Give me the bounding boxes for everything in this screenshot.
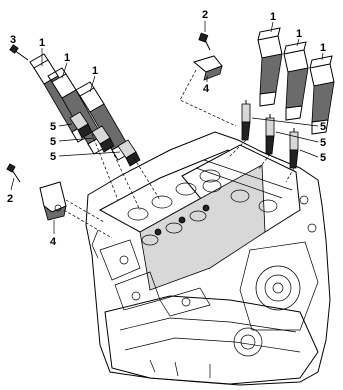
callout-bracket-right: 4 xyxy=(203,83,210,95)
spark-plug-left-3 xyxy=(117,139,141,167)
spark-plug-right-2 xyxy=(265,114,275,155)
callout-coil-right-1: 1 xyxy=(270,11,276,23)
callout-plug-left-2: 5 xyxy=(50,136,56,148)
bolt-right-top xyxy=(198,32,211,51)
bolt-left-bottom xyxy=(6,163,21,183)
left-head-ports xyxy=(127,169,221,246)
callout-plug-left-3: 5 xyxy=(50,151,56,163)
callout-bracket-left: 4 xyxy=(50,236,57,248)
engine-block xyxy=(85,131,331,386)
bracket-left xyxy=(39,181,67,221)
callout-coil-left-1: 1 xyxy=(39,37,45,49)
callout-coil-right-2: 1 xyxy=(296,28,302,40)
callout-coil-left-3: 1 xyxy=(92,65,98,77)
bracket-right xyxy=(192,55,223,81)
callout-coil-left-2: 1 xyxy=(64,52,70,64)
ignition-coil-right-1 xyxy=(257,27,283,107)
ignition-coil-right-2 xyxy=(283,41,309,121)
ignition-coil-right-3 xyxy=(309,55,335,135)
spark-plug-left-2 xyxy=(91,125,115,153)
spark-plug-right-1 xyxy=(241,100,251,141)
callout-coil-right-3: 1 xyxy=(320,42,326,54)
callout-bolt-left-bottom: 2 xyxy=(7,193,13,205)
callout-plug-right-3: 5 xyxy=(320,152,326,164)
callout-plug-right-1: 5 xyxy=(320,121,326,133)
callout-bolt-left-top: 3 xyxy=(10,34,16,46)
right-head-bosses xyxy=(195,159,293,213)
spark-plug-right-3 xyxy=(289,128,299,169)
spark-plug-left-1 xyxy=(69,111,93,139)
callout-bolt-right-top: 2 xyxy=(202,9,208,21)
callout-plug-left-1: 5 xyxy=(50,121,56,133)
callout-plug-right-2: 5 xyxy=(320,137,326,149)
bolt-left-top xyxy=(9,44,29,61)
